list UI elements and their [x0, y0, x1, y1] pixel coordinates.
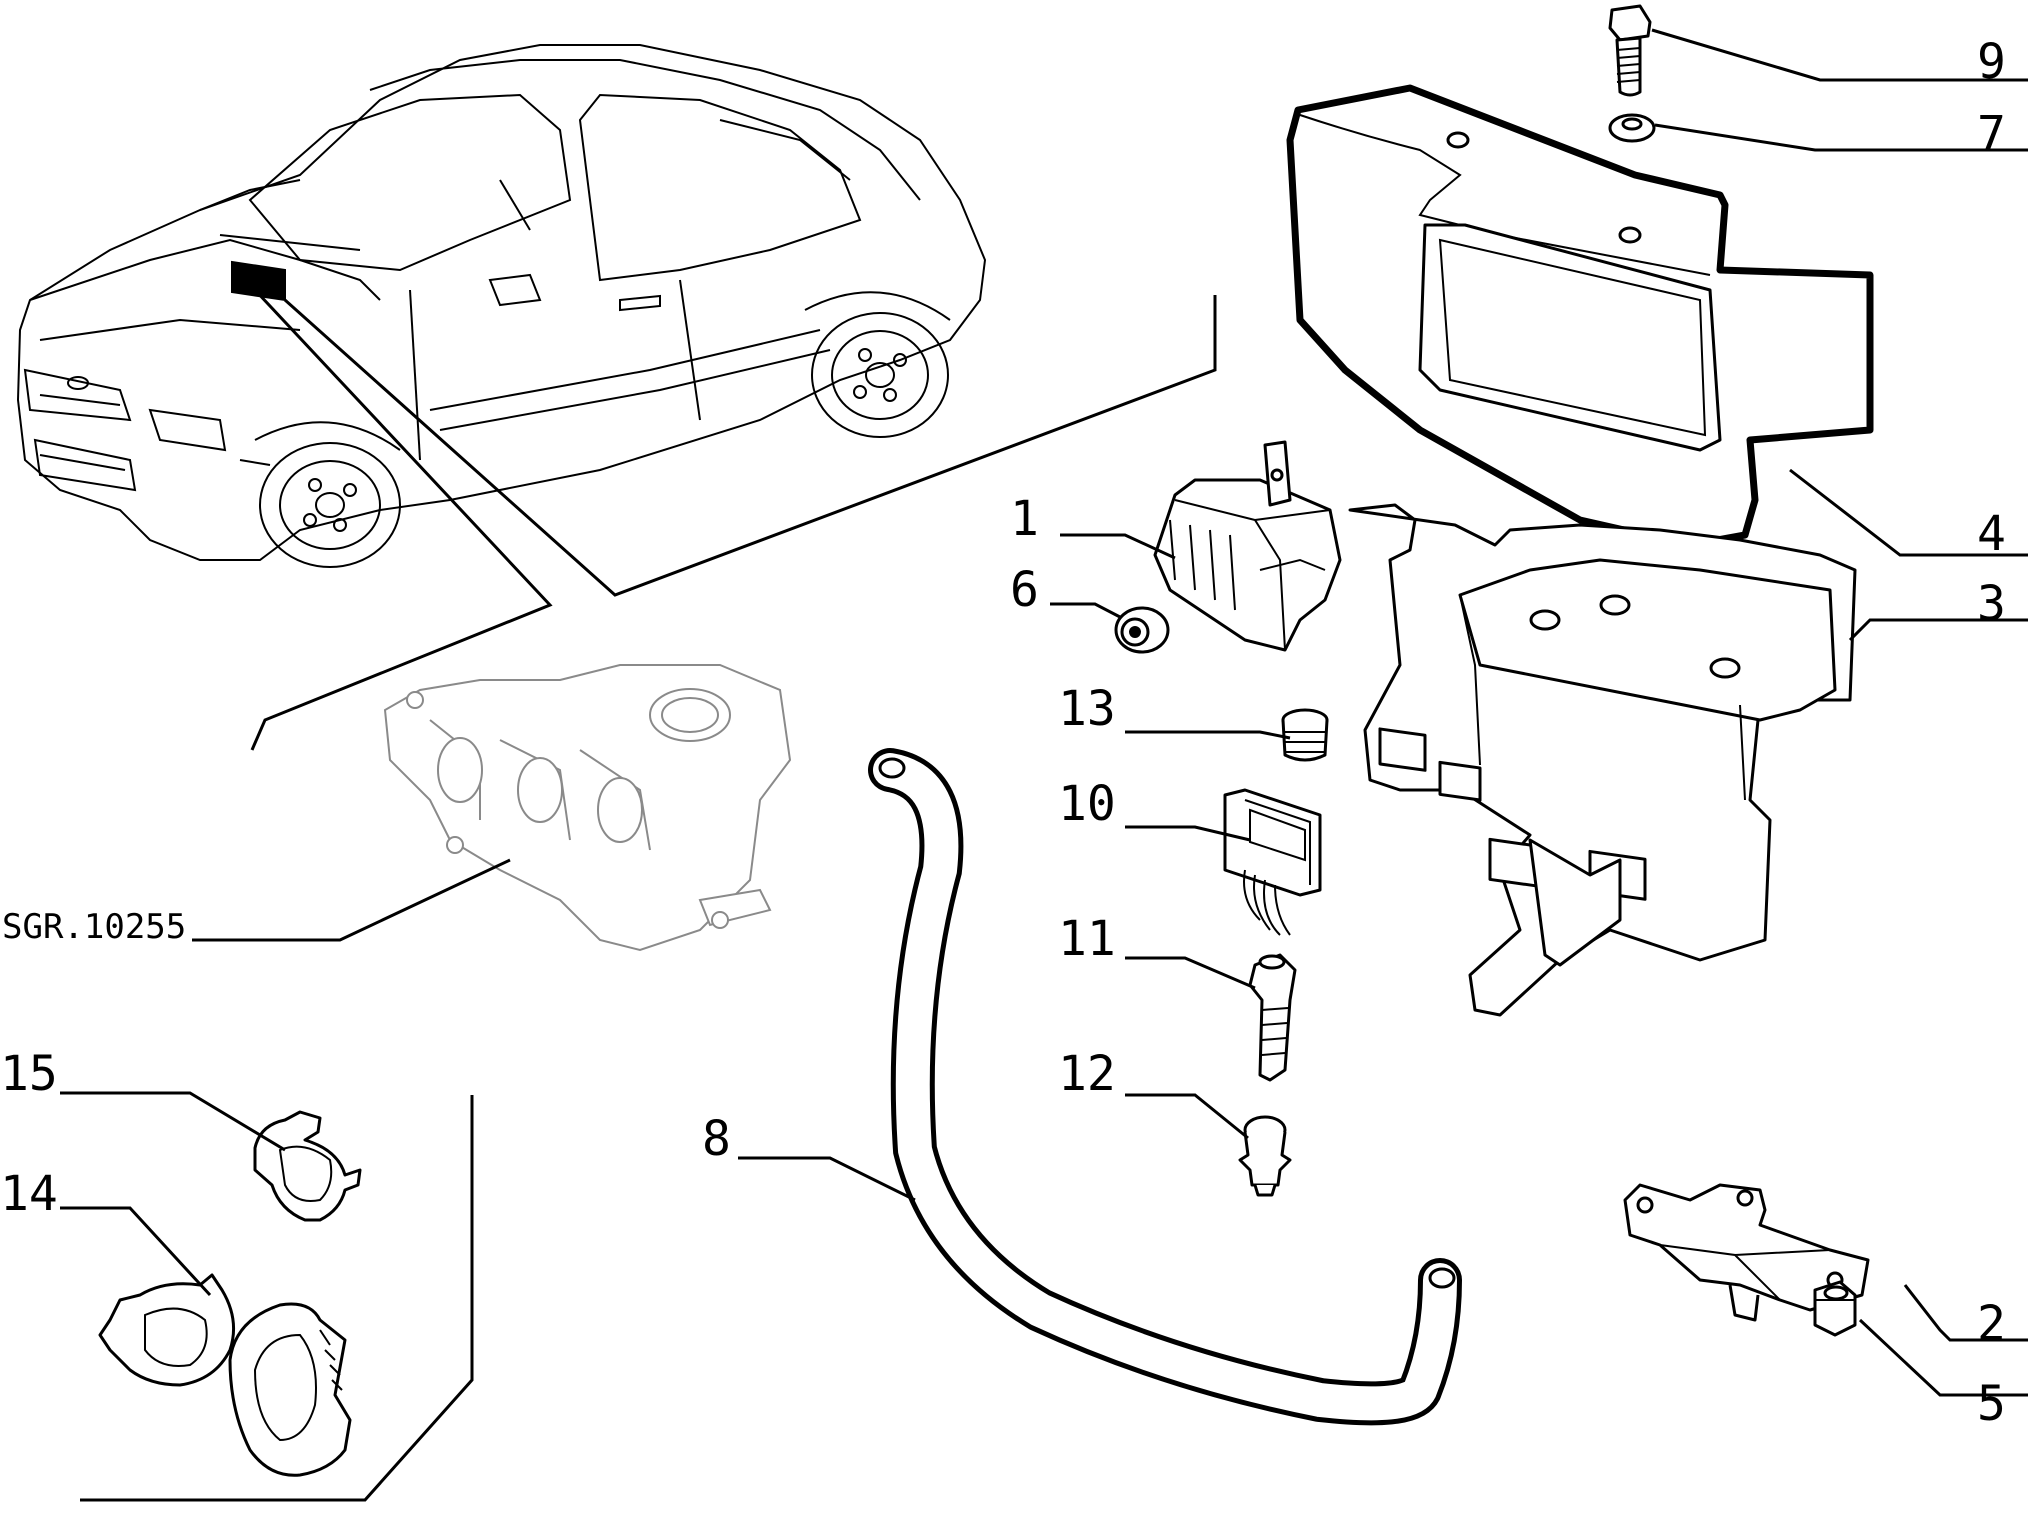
location-pointer [284, 295, 1217, 597]
callout-4: 4 [1977, 506, 2006, 562]
terminal-part [1248, 953, 1297, 1082]
callout-5: 5 [1977, 1376, 2006, 1432]
washer-part [1608, 113, 1656, 143]
bolt-part [1608, 4, 1652, 97]
relay-part [1153, 440, 1342, 652]
grommet-part [1114, 606, 1170, 654]
callout-2: 2 [1977, 1296, 2006, 1352]
vacuum-hose-part [868, 748, 1462, 1426]
plug-part [1281, 708, 1329, 762]
control-unit-bracket-part [1348, 503, 1857, 1017]
callout-7: 7 [1977, 106, 2006, 162]
divider-line [80, 1095, 474, 1502]
nut-part [1813, 1280, 1857, 1337]
callout-6: 6 [1010, 562, 1039, 618]
callout-12: 12 [1058, 1046, 1116, 1102]
clip-part [253, 1110, 362, 1222]
callout-9: 9 [1977, 34, 2006, 90]
callout-3: 3 [1977, 576, 2006, 632]
callout-13: 13 [1058, 681, 1116, 737]
callout-14: 14 [0, 1166, 58, 1222]
callout-labels: 9 7 4 3 2 5 1 6 13 10 11 12 8 15 14 [0, 34, 2006, 1432]
callout-11: 11 [1058, 911, 1116, 967]
drawing-code: SGR.10255 [2, 907, 186, 947]
double-clamp-part [98, 1273, 352, 1477]
car-illustration [16, 44, 987, 568]
callout-15: 15 [0, 1046, 58, 1102]
callout-1: 1 [1010, 491, 1039, 547]
throttle-body-illustration [383, 664, 792, 952]
connector-part [1223, 788, 1322, 936]
callout-10: 10 [1058, 776, 1116, 832]
callout-8: 8 [702, 1111, 731, 1167]
leader-lines [60, 28, 2028, 1397]
fastener-part [1238, 1115, 1292, 1197]
cover-part [1286, 84, 1874, 549]
